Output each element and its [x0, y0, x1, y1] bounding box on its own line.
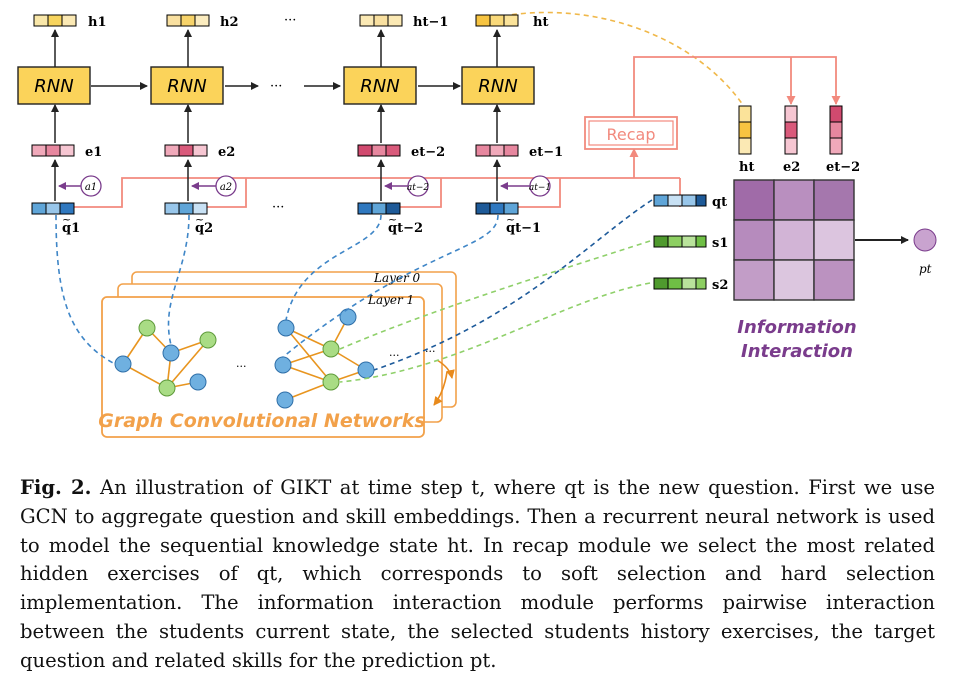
- question-node: [357, 361, 375, 379]
- question-row: q1 ~ q2 ~ ··· qt−2 ~ qt−1 ~: [31, 200, 541, 236]
- skill-node: [138, 319, 156, 337]
- rnn-label: RNN: [167, 76, 206, 97]
- gcn-module: Layer 0 Layer 1 Graph Convolutional Netw…: [98, 271, 457, 438]
- tilde-mark: ~: [506, 213, 515, 226]
- layer-arrow: [436, 359, 455, 379]
- h2-label: h2: [220, 15, 239, 30]
- skill-node: [158, 379, 176, 397]
- info-title-line2: Interaction: [741, 341, 853, 362]
- q2-label: q2: [195, 221, 213, 236]
- embedding-links: [55, 11, 746, 383]
- gcn-ellipsis: ···: [236, 360, 247, 373]
- at-2-label: at−2: [407, 183, 430, 193]
- a1-label: a1: [85, 182, 97, 193]
- skill-node: [322, 340, 340, 358]
- recap-links: [67, 56, 841, 208]
- layer-0-label: Layer 0: [373, 271, 421, 285]
- qt-1-label: qt−1: [506, 221, 541, 236]
- qt-label: qt: [712, 195, 727, 210]
- caption-text: An illustration of GIKT at time step t, …: [20, 476, 935, 672]
- question-node: [276, 391, 294, 409]
- et-2-label: et−2: [411, 145, 445, 160]
- gcn-title: Graph Convolutional Networks: [98, 410, 425, 432]
- selected-ht-label: ht: [739, 160, 754, 175]
- question-node: [189, 373, 207, 391]
- hidden-ellipsis: ···: [284, 13, 296, 28]
- target-vectors: qt s1 s2: [653, 194, 728, 293]
- recap-module: Recap: [584, 116, 678, 150]
- et-1-label: et−1: [529, 145, 563, 160]
- rnn-cell: [150, 66, 224, 105]
- figure-caption: Fig. 2. An illustration of GIKT at time …: [20, 474, 935, 676]
- selected-vectors: ht e2 et−2: [738, 105, 860, 175]
- gcn-ellipsis: ···: [425, 345, 436, 358]
- interaction-matrix: [733, 179, 855, 301]
- question-node: [339, 308, 357, 326]
- rnn-label: RNN: [478, 76, 517, 97]
- rnn-cell: [461, 66, 535, 105]
- tilde-mark: ~: [195, 213, 204, 226]
- e2-label: e2: [218, 145, 235, 160]
- question-ellipsis: ···: [272, 200, 284, 215]
- ht-1-label: ht−1: [413, 15, 448, 30]
- layer-arrow: [433, 371, 448, 406]
- prediction-label: pt: [919, 262, 932, 276]
- at-1-label: at−1: [529, 183, 551, 193]
- selected-et-2-label: et−2: [826, 160, 860, 175]
- rnn-row: RNN RNN ··· RNN RNN: [17, 66, 535, 105]
- skill-node: [322, 373, 340, 391]
- question-node: [114, 355, 132, 373]
- s2-label: s2: [712, 278, 728, 293]
- tilde-mark: ~: [388, 213, 397, 226]
- rnn-label: RNN: [360, 76, 399, 97]
- prediction-node: [913, 228, 937, 252]
- rnn-cell: [17, 66, 91, 105]
- a2-label: a2: [220, 182, 232, 193]
- info-title-line1: Information: [737, 317, 856, 338]
- hidden-state-h1: h1: [33, 14, 107, 30]
- h1-label: h1: [88, 15, 107, 30]
- gcn-ellipsis: ···: [389, 349, 400, 362]
- gcn-front-box: [101, 296, 425, 438]
- rnn-label: RNN: [34, 76, 73, 97]
- tilde-mark: ~: [62, 213, 71, 226]
- attention-row: a1 a2 at−2 at−1: [58, 175, 551, 197]
- layer-1-label: Layer 1: [367, 293, 414, 307]
- s1-label: s1: [712, 236, 728, 251]
- question-node: [277, 319, 295, 337]
- caption-label: Fig. 2.: [20, 476, 92, 499]
- hidden-state-row: h1 h2 ··· ht−1 ht: [33, 13, 548, 30]
- q1-label: q1: [62, 221, 80, 236]
- question-node: [274, 356, 292, 374]
- recap-label: Recap: [607, 125, 656, 144]
- rnn-cell: [343, 66, 417, 105]
- selected-e2-label: e2: [783, 160, 800, 175]
- ht-label: ht: [533, 15, 548, 30]
- qt-2-label: qt−2: [388, 221, 423, 236]
- skill-node: [199, 331, 217, 349]
- hidden-state-ht: ht: [475, 14, 548, 30]
- gikt-architecture-diagram: Layer 0 Layer 1 Graph Convolutional Netw…: [17, 11, 937, 438]
- embedding-row: e1 e2 et−2 et−1: [31, 144, 563, 160]
- flow-arrows: [51, 29, 909, 244]
- hidden-state-ht-1: ht−1: [359, 14, 448, 30]
- hidden-state-h2: h2: [166, 14, 239, 30]
- question-node: [162, 344, 180, 362]
- e1-label: e1: [85, 145, 102, 160]
- rnn-ellipsis: ···: [270, 79, 282, 94]
